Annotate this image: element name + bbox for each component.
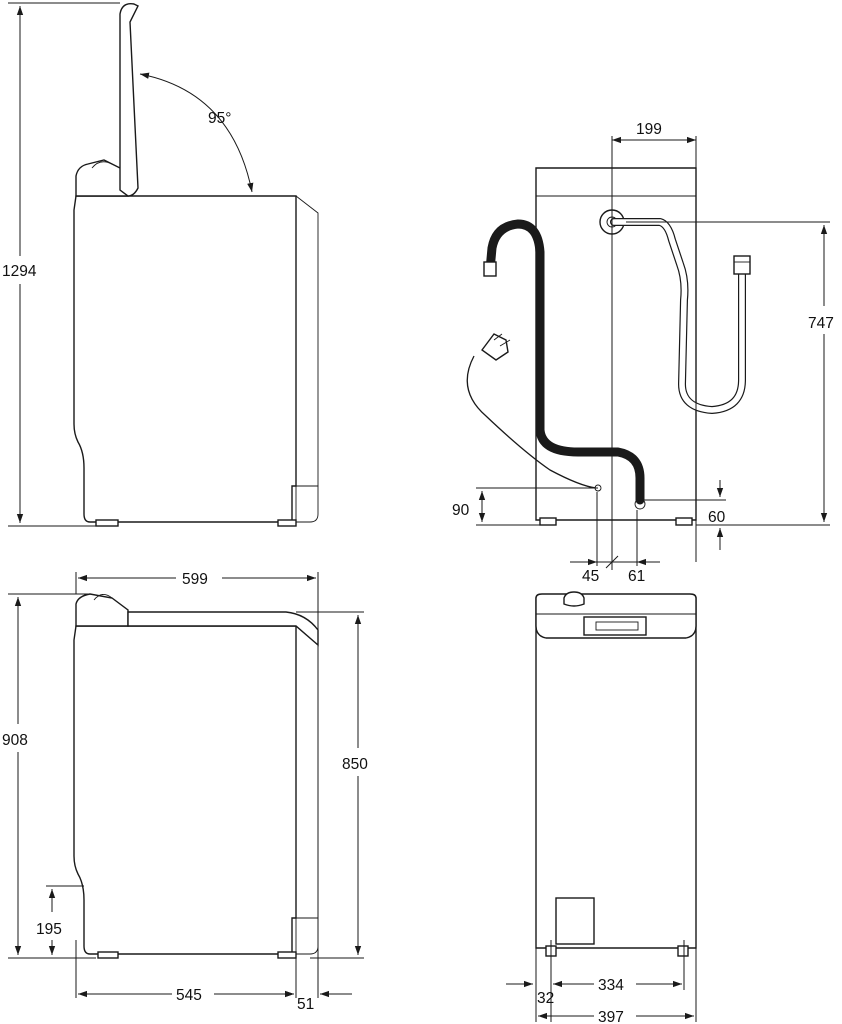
- machine-body-side-closed: [73, 625, 297, 955]
- machine-body-side: [73, 195, 297, 523]
- dim-lid-open-height: 1294: [2, 263, 37, 280]
- filter-door: [555, 897, 595, 945]
- control-panel-side-closed: [75, 593, 129, 627]
- closed-lid: [127, 611, 319, 647]
- dim-drain-x-offset: 45: [582, 568, 599, 585]
- side-view-lid-open: 95° 1294: [2, 2, 319, 527]
- open-lid: [119, 3, 139, 197]
- dim-rear-depth: 51: [297, 996, 314, 1013]
- control-panel-side: [75, 159, 129, 197]
- dim-front-width: 397: [598, 1009, 624, 1024]
- dim-width: 599: [182, 571, 208, 588]
- machine-body-front: [535, 597, 697, 949]
- dim-lid-angle: 95°: [208, 110, 231, 127]
- program-knob: [563, 591, 585, 607]
- dim-foot-spacing: 334: [598, 977, 624, 994]
- dim-depth: 545: [176, 987, 202, 1004]
- dim-foot-height: 195: [36, 921, 62, 938]
- dim-total-height: 908: [2, 732, 28, 749]
- dim-side-offset: 61: [628, 568, 645, 585]
- dim-inlet-height: 747: [808, 315, 834, 332]
- rear-view-hoses: 199 747 90 60 45 61: [452, 121, 834, 585]
- dim-body-height: 850: [342, 756, 368, 773]
- dim-hose-offset: 199: [636, 121, 662, 138]
- dim-drain-foot-offset: 60: [708, 509, 726, 526]
- dim-drain-height: 90: [452, 502, 470, 519]
- side-view-lid-closed: 599 908 850 195 545 51: [2, 571, 368, 1013]
- display-window: [583, 616, 647, 636]
- dim-foot-inset: 32: [537, 990, 554, 1007]
- front-view: 334 32 397: [506, 591, 697, 1024]
